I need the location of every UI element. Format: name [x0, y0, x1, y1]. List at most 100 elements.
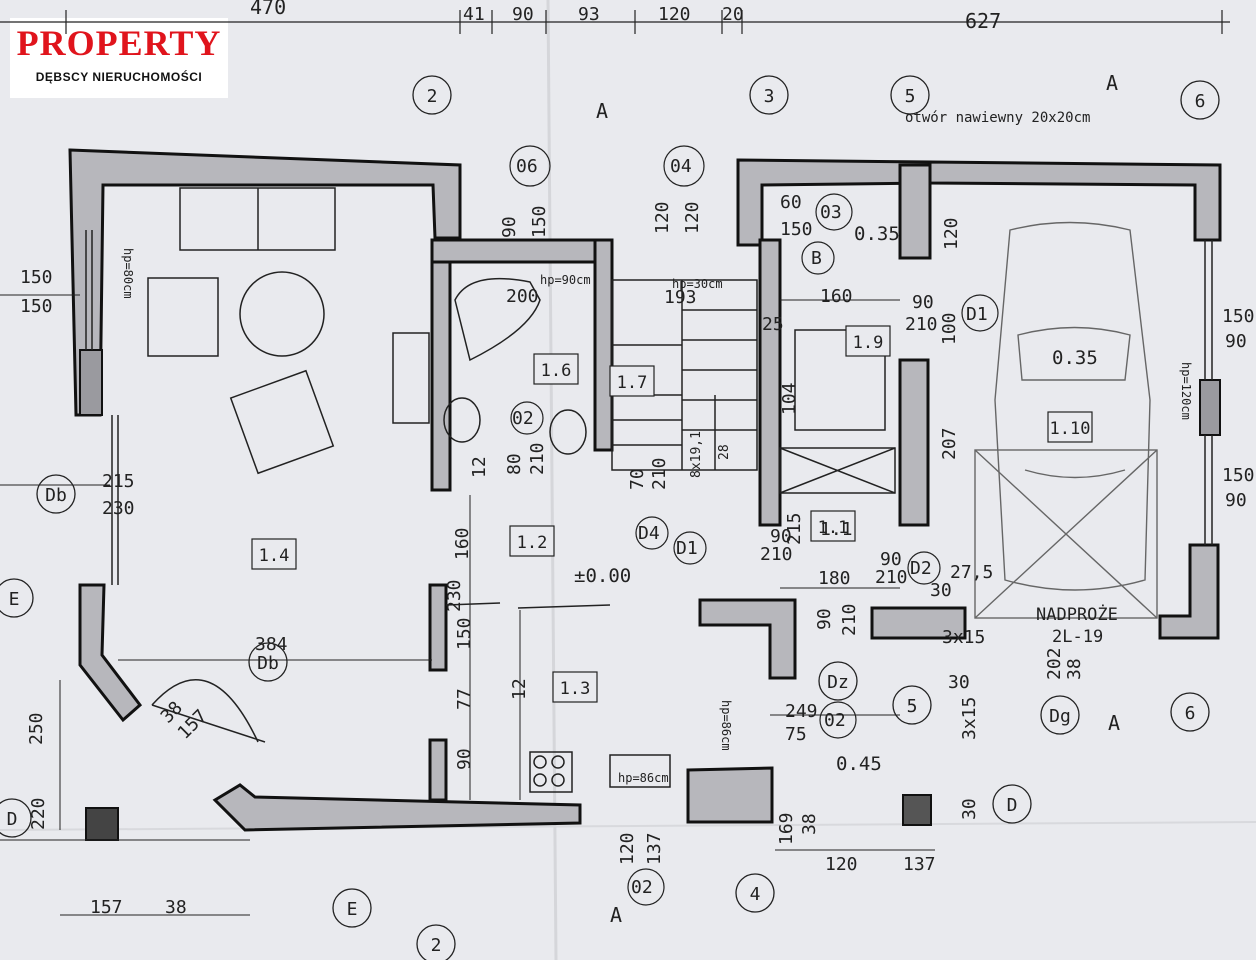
grid-axis-label: 6	[1185, 703, 1196, 724]
opening-marks: 06 04 03 02 02 02 D1 D1 D2 D4 B	[509, 145, 999, 906]
note-lintel: NADPROŻE	[1036, 604, 1118, 625]
note-sill-height: hp=120cm	[1179, 362, 1193, 420]
grid-axis-bubble: E	[332, 888, 372, 928]
window-frames	[85, 230, 1213, 743]
section-mark-a: A	[596, 99, 608, 123]
grid-axis-bubble: 6	[1180, 80, 1220, 120]
opening-02: 02	[824, 710, 846, 731]
room-tag: 1.2	[509, 525, 555, 557]
dimension-label: 30	[959, 798, 980, 820]
room-tag: 1.7	[609, 365, 655, 397]
dimension-label: 207	[939, 427, 960, 460]
dimension-label: 75	[785, 724, 807, 745]
dimension-label: 120	[617, 832, 638, 865]
furniture	[147, 187, 896, 793]
note-sill-height: hp=86cm	[618, 771, 669, 785]
note-sill-height: hp=86cm	[719, 700, 733, 751]
dimension-lines	[0, 294, 935, 916]
grid-axis-bubble: 2	[416, 924, 456, 960]
dimension-label: 210	[875, 567, 908, 588]
grid-axis-label: D	[7, 809, 18, 830]
grid-axis-bubble: Db	[248, 642, 288, 682]
dimension-label: 30	[948, 672, 970, 693]
room-number: 1.9	[853, 333, 884, 353]
dimension-label: 150	[20, 267, 53, 288]
grid-axis-label: 3	[764, 86, 775, 107]
dimension-label: 230	[444, 579, 465, 612]
dimension-label: 150	[780, 219, 813, 240]
dimension-label: 160	[452, 527, 473, 560]
logo-title: PROPERTY	[16, 23, 222, 63]
room-tag: 1.9	[845, 325, 891, 357]
dimension-label: 12	[509, 678, 530, 700]
opening-04: 04	[670, 156, 692, 177]
dimension-label: 137	[644, 832, 665, 865]
dimension-label: 38	[799, 813, 820, 835]
dimension-label: 90	[499, 216, 520, 238]
mark-b: B	[811, 248, 822, 269]
dimension-label: 210	[649, 457, 670, 490]
exterior-walls	[68, 148, 1222, 832]
dimension-label: 210	[760, 544, 793, 565]
dimension-label: 38	[1064, 658, 1085, 680]
note-stairs: 28	[717, 444, 732, 460]
grid-axis-bubble: D	[992, 784, 1032, 824]
grid-axis-bubble: 6	[1170, 692, 1210, 732]
room-tag: 1.10	[1047, 411, 1093, 443]
grid-axis-bubble: Db	[36, 474, 76, 514]
section-mark-a: A	[1106, 71, 1118, 95]
grid-axis-label: E	[347, 899, 358, 920]
dimension-label: 90	[880, 549, 902, 570]
column	[79, 349, 103, 416]
dimension-label: 137	[903, 854, 936, 875]
dimension-label: 77	[454, 688, 475, 710]
dimension-label: 25	[762, 314, 784, 335]
top-dimension-line	[0, 10, 1230, 34]
dim-top-470: 470	[250, 0, 286, 19]
opening-06: 06	[516, 156, 538, 177]
dimension-label: 27,5	[950, 562, 993, 583]
column	[1199, 379, 1221, 436]
dimension-label: 3x15	[942, 627, 985, 648]
dimension-label: 90	[770, 526, 792, 547]
door-d4: D4	[638, 523, 660, 544]
dimension-label: 160	[820, 286, 853, 307]
level: 0.45	[836, 753, 882, 775]
dimension-label: 215	[784, 512, 805, 545]
room-tag: 1.4	[251, 538, 297, 570]
dimension-label: 80	[504, 453, 525, 475]
grid-axis-label: D	[1007, 795, 1018, 816]
dimension-label: 1.1	[820, 519, 853, 540]
note-sill-height: hp=80cm	[121, 248, 135, 299]
dimension-label: 30	[930, 580, 952, 601]
dimension-label: 193	[664, 287, 697, 308]
dimension-label: 202	[1044, 647, 1065, 680]
grid-axis-bubble: Dz	[818, 661, 858, 701]
dimension-label: 70	[627, 468, 648, 490]
dimension-label: 38	[165, 897, 187, 918]
dimension-label: 180	[818, 568, 851, 589]
dimension-label: 210	[527, 442, 548, 475]
dim-top-90: 90	[512, 4, 534, 25]
dimension-label: 150	[1222, 465, 1255, 486]
room-tags: 1.11.21.31.41.61.71.91.10	[251, 325, 1093, 703]
dimension-label: 90	[1225, 331, 1247, 352]
dimension-label: 169	[776, 812, 797, 845]
level: ±0.00	[574, 565, 631, 587]
opening-02: 02	[631, 877, 653, 898]
dimension-label: 90	[1225, 490, 1247, 511]
dim-top-93: 93	[578, 4, 600, 25]
grid-axis-bubble: E	[0, 578, 34, 618]
note-sill-height: hp=90cm	[540, 273, 591, 287]
grid-axis-label: 2	[431, 935, 442, 956]
room-number: 1.1	[818, 518, 849, 538]
column	[902, 794, 932, 826]
room-number: 1.6	[541, 361, 572, 381]
grid-axis-label: 4	[750, 884, 761, 905]
room-tag: 1.6	[533, 353, 579, 385]
dimension-label: 150	[20, 296, 53, 317]
note-vent-opening: otwór nawiewny 20x20cm	[905, 110, 1090, 126]
